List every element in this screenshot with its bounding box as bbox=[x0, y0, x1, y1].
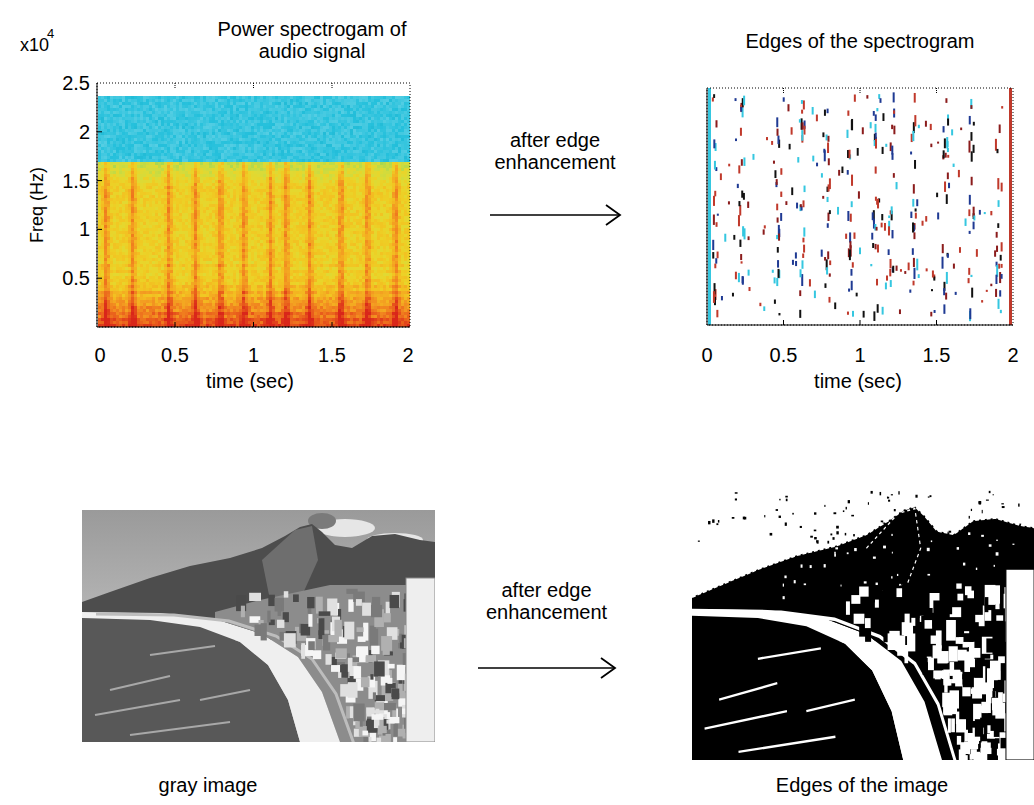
canvas: Power spectrogam of audio signalEdges of… bbox=[0, 0, 1034, 805]
